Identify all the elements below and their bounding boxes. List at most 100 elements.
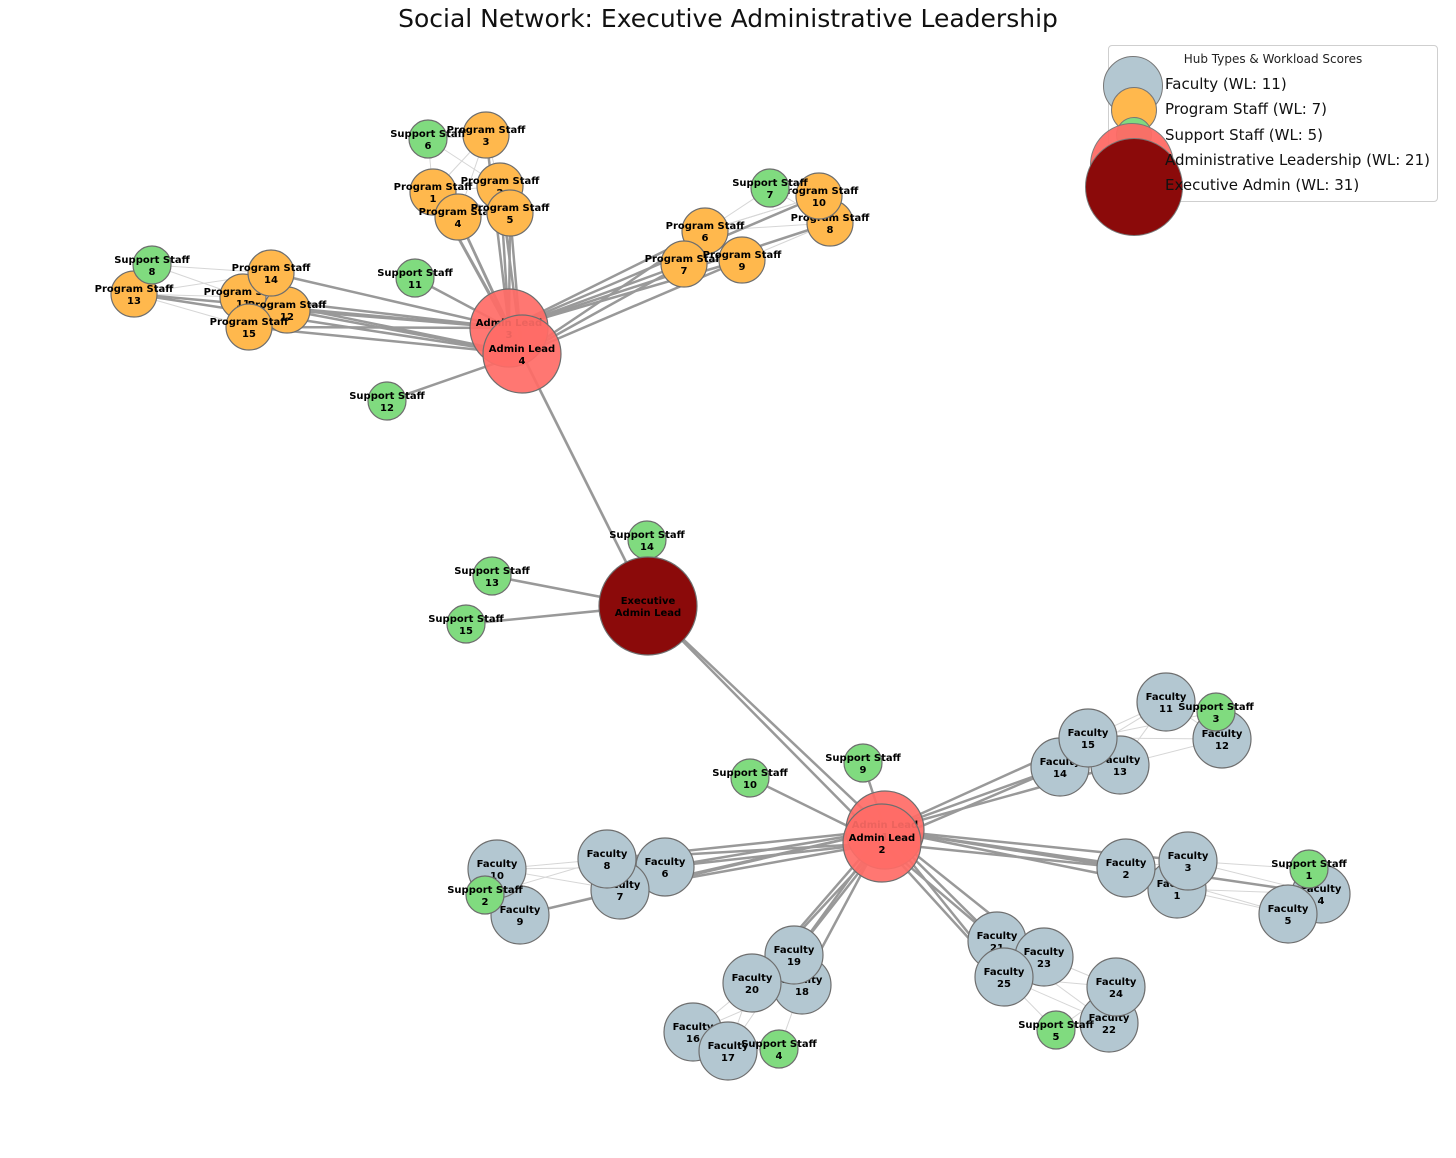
node-label-line2: 14 [640, 542, 654, 553]
node-label-line1: Support Staff [1271, 859, 1347, 870]
node-label-line1: Admin Lead [849, 833, 915, 844]
node-circle [486, 189, 534, 237]
node-label-line2: 20 [745, 985, 759, 996]
node-label-line1: Faculty [1268, 904, 1309, 915]
node-circle [132, 245, 172, 285]
node-label-line1: Executive [621, 596, 676, 607]
node-label-line2: 17 [721, 1053, 735, 1064]
node-circle [472, 556, 512, 596]
node-circle [367, 381, 407, 421]
node-label-line2: 25 [997, 979, 1011, 990]
hub-edge-e-a1 [647, 605, 886, 831]
node-label-line1: Support Staff [825, 753, 901, 764]
legend-label-program: Program Staff (WL: 7) [1165, 100, 1328, 118]
node-label-line1: Program Staff [666, 221, 746, 232]
hub-edge-a3-p13 [133, 292, 510, 330]
node-label-line2: 13 [1113, 767, 1127, 778]
node-circle [764, 925, 824, 985]
node-label-line2: 5 [507, 215, 514, 226]
node-label-line2: 2 [879, 845, 886, 856]
node-label-line2: 1 [430, 194, 437, 205]
node-label-line2: 24 [1109, 989, 1123, 1000]
node-circle [843, 743, 883, 783]
node-circle [577, 829, 637, 889]
node-label-line1: Faculty [645, 857, 686, 868]
node-label-line2: 10 [812, 198, 826, 209]
node-label-line2: 8 [149, 267, 156, 278]
node-circle [1036, 1010, 1076, 1050]
node-label-line2: 8 [604, 861, 611, 872]
node-label-line1: Support Staff [428, 614, 504, 625]
node-circle [1258, 884, 1318, 944]
node-label-line2: 23 [1037, 959, 1051, 970]
node-label-line1: Faculty [977, 931, 1018, 942]
node-label-line2: 18 [795, 987, 809, 998]
node-label-line1: Faculty [600, 880, 641, 891]
hub-edge-a3-p14 [270, 271, 510, 330]
node-circle [718, 236, 766, 284]
node-circle [698, 1021, 758, 1081]
node-circle [465, 875, 505, 915]
node-label-line1: Faculty [1040, 757, 1081, 768]
node-label-line2: 11 [408, 280, 422, 291]
chart-title: Social Network: Executive Administrative… [398, 4, 1058, 33]
hub-edge-a2-f2 [881, 841, 1127, 870]
node-label-line2: 16 [686, 1034, 700, 1045]
node-circle [1058, 708, 1118, 768]
node-label-line1: Program Staff [780, 186, 860, 197]
node-circle [730, 758, 770, 798]
node-circle [408, 119, 448, 159]
node-label-line2: 3 [1185, 863, 1192, 874]
node-label-line2: 9 [860, 765, 867, 776]
node-label-line2: 12 [280, 312, 294, 323]
node-label-line2: 19 [787, 957, 801, 968]
node-label-line1: Faculty [1024, 947, 1065, 958]
node-circle [1196, 692, 1236, 732]
node-circle [462, 111, 510, 159]
node-label-line2: 4 [776, 1051, 783, 1062]
node-circle [1136, 672, 1196, 732]
hub-edge-a4-p9 [521, 258, 743, 356]
node-label-line2: 10 [490, 871, 504, 882]
node-label-line2: 3 [1213, 714, 1220, 725]
node-label-line1: Admin Lead [489, 344, 555, 355]
node-label-line2: 6 [662, 869, 669, 880]
node-circle [482, 314, 562, 394]
